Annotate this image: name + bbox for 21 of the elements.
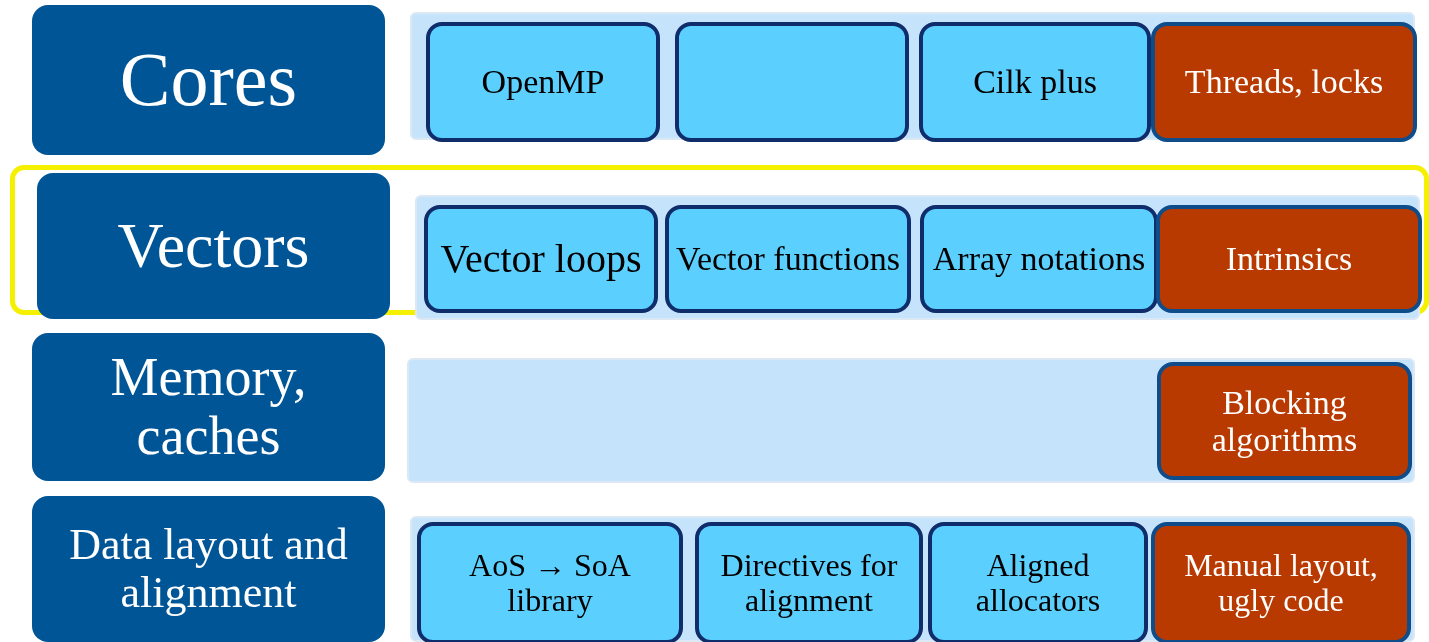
option-box: Array notations: [920, 205, 1158, 313]
row-header: Vectors: [37, 173, 390, 319]
row-band: [410, 516, 1415, 642]
option-box: [675, 22, 909, 142]
row-header: Cores: [32, 5, 385, 155]
row-band: [410, 12, 1415, 140]
option-box: Blocking algorithms: [1157, 362, 1412, 480]
option-box: Intrinsics: [1156, 205, 1422, 313]
option-box: OpenMP: [426, 22, 660, 142]
option-box: Aligned allocators: [928, 522, 1148, 642]
option-box: Directives for alignment: [695, 522, 923, 642]
row-header: Memory, caches: [32, 333, 385, 481]
row-header: Data layout and alignment: [32, 496, 385, 642]
option-box: Threads, locks: [1151, 22, 1417, 142]
option-box: Vector functions: [665, 205, 911, 313]
row-band: [415, 195, 1420, 320]
row-band: [407, 358, 1415, 483]
option-box: Cilk plus: [919, 22, 1151, 142]
option-box: Manual layout, ugly code: [1151, 522, 1411, 642]
option-box: AoS → SoA library: [417, 522, 683, 642]
option-box: Vector loops: [424, 205, 658, 313]
